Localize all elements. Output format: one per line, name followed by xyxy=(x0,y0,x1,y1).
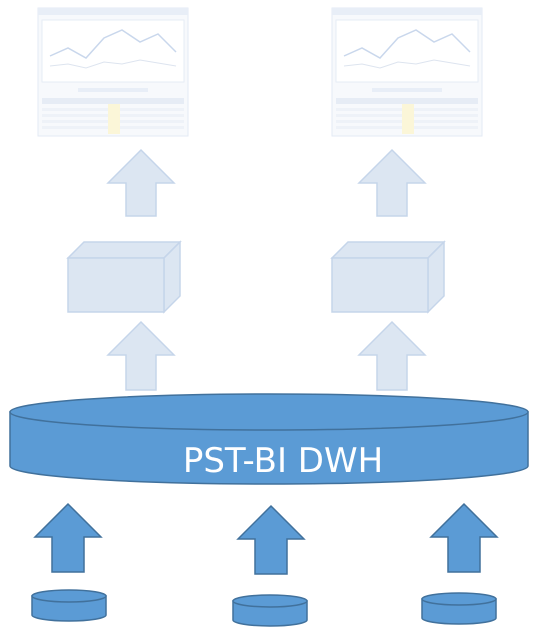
source-db-right xyxy=(421,592,497,625)
arrow-up-icon xyxy=(429,502,499,573)
dwh-cylinder: PST-BI DWH xyxy=(9,393,529,485)
cube-right xyxy=(330,240,446,314)
arrow-up-icon xyxy=(33,502,103,573)
report-screenshot-right xyxy=(331,7,483,137)
cube-left xyxy=(66,240,182,314)
arrow-up-icon xyxy=(106,148,176,217)
source-db-middle xyxy=(232,594,308,627)
arrow-up-icon xyxy=(357,148,427,217)
arrow-up-icon xyxy=(236,504,306,575)
report-screenshot-left xyxy=(37,7,189,137)
arrow-up-icon xyxy=(357,320,427,391)
arrow-up-icon xyxy=(106,320,176,391)
dwh-label: PST-BI DWH xyxy=(183,441,383,481)
source-db-left xyxy=(31,589,107,622)
